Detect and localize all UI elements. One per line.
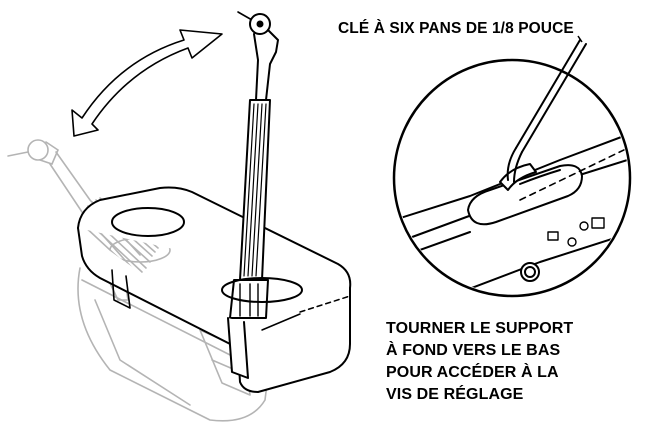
- instruction-line: VIS DE RÉGLAGE: [386, 386, 524, 403]
- wrench-callout: CLÉ À SIX PANS DE 1/8 POUCE: [338, 20, 574, 37]
- hex-wrench: [506, 39, 587, 183]
- instruction-line: POUR ACCÉDER À LA: [386, 364, 559, 381]
- wrench-leader-line: [577, 35, 583, 43]
- handpiece-holder: [77, 186, 352, 393]
- detail-magnifier: [392, 39, 632, 298]
- instruction-line: À FOND VERS LE BAS: [386, 342, 561, 359]
- rotation-arrow: [71, 29, 223, 137]
- instruction-callout: TOURNER LE SUPPORT À FOND VERS LE BAS PO…: [386, 318, 573, 406]
- instruction-line: TOURNER LE SUPPORT: [386, 320, 574, 337]
- handpiece-upright: [221, 11, 303, 379]
